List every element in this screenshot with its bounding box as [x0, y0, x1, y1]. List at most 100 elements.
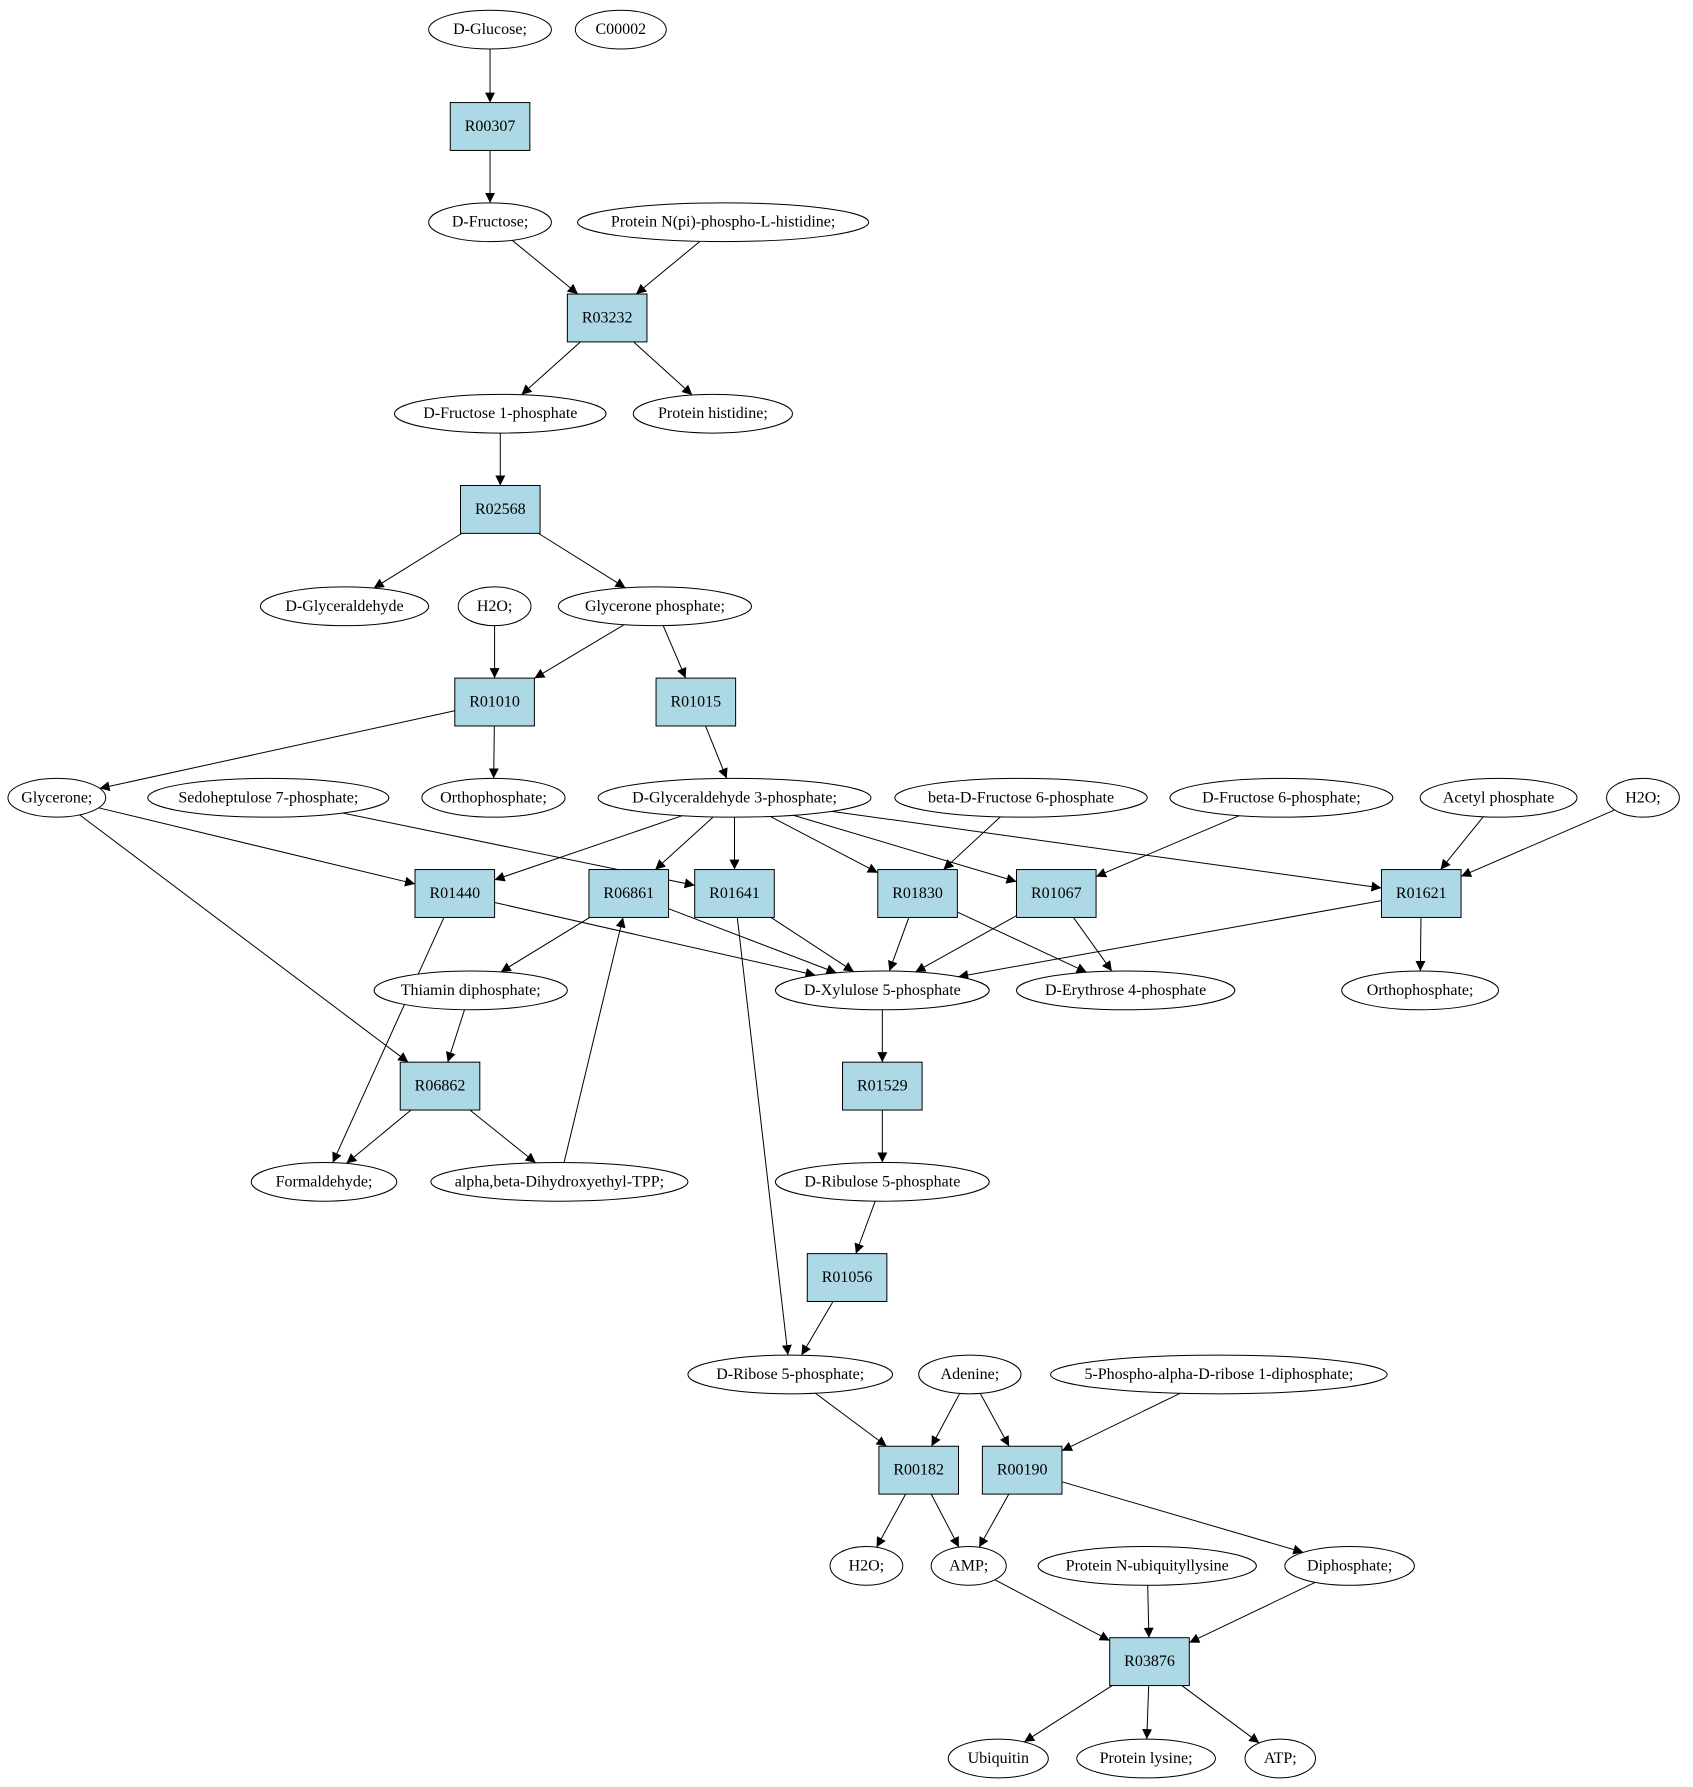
- edge-r_R01641-to-n_r5p: [736, 917, 792, 1356]
- node-label: R06861: [603, 885, 654, 902]
- compound-node-n_glyald[interactable]: D-Glyceraldehyde: [259, 586, 430, 627]
- compound-node-n_glucose[interactable]: D-Glucose;: [428, 9, 552, 50]
- compound-node-n_ru5p[interactable]: D-Ribulose 5-phosphate: [774, 1161, 990, 1202]
- edge-n_protnpi-to-r_R03232: [635, 240, 701, 295]
- compound-node-n_adenine[interactable]: Adenine;: [918, 1354, 1022, 1395]
- compound-node-n_diphos[interactable]: Diphosphate;: [1284, 1546, 1415, 1586]
- edge-n_glycerone-to-r_R06862: [79, 814, 409, 1063]
- compound-node-n_glycerone[interactable]: Glycerone;: [7, 777, 107, 818]
- compound-ellipse: [1419, 777, 1578, 818]
- reaction-node-r_R01830[interactable]: R01830: [877, 869, 958, 918]
- edge-n_glyp-to-r_R01015: [662, 625, 687, 679]
- edge-r_R00190-to-n_diphos: [1061, 1481, 1304, 1555]
- compound-node-n_h2o_a[interactable]: H2O;: [457, 586, 532, 627]
- edge-n_r5p-to-r_R00182: [815, 1392, 887, 1447]
- reaction-node-r_R06862[interactable]: R06862: [399, 1061, 481, 1111]
- node-label: D-Fructose 6-phosphate;: [1202, 789, 1361, 806]
- edge-r_R01067-to-n_e4p: [1073, 917, 1113, 972]
- compound-ellipse: [1341, 970, 1500, 1011]
- edge-n_ga3p-to-r_R01621: [831, 810, 1382, 892]
- compound-node-n_protnpi[interactable]: Protein N(pi)-phospho-L-histidine;: [577, 202, 870, 243]
- compound-node-n_protnub[interactable]: Protein N-ubiquityllysine: [1037, 1546, 1257, 1586]
- reaction-box: [399, 1061, 481, 1111]
- compound-node-n_amp[interactable]: AMP;: [930, 1546, 1007, 1586]
- compound-ellipse: [394, 393, 607, 434]
- reaction-node-r_R03232[interactable]: R03232: [566, 293, 648, 343]
- compound-node-n_h2o_c[interactable]: H2O;: [829, 1546, 904, 1586]
- compound-node-n_sed7p[interactable]: Sedoheptulose 7-phosphate;: [147, 777, 390, 818]
- edge-r_R01621-to-n_x5p: [958, 900, 1382, 980]
- compound-node-n_thdp[interactable]: Thiamin diphosphate;: [373, 970, 568, 1011]
- compound-node-n_bf6p[interactable]: beta-D-Fructose 6-phosphate: [894, 777, 1148, 818]
- reaction-node-r_R03876[interactable]: R03876: [1109, 1637, 1190, 1687]
- compound-ellipse: [1037, 1546, 1257, 1586]
- compound-ellipse: [577, 202, 870, 243]
- node-label: Protein lysine;: [1100, 1750, 1193, 1767]
- node-label: H2O;: [1625, 789, 1661, 806]
- compound-ellipse: [1284, 1546, 1415, 1586]
- reaction-box: [454, 677, 535, 727]
- reaction-node-r_R01015[interactable]: R01015: [655, 677, 737, 727]
- reaction-box: [566, 293, 648, 343]
- compound-ellipse: [597, 777, 872, 818]
- compound-ellipse: [557, 586, 753, 627]
- reaction-node-r_R01621[interactable]: R01621: [1380, 869, 1462, 918]
- compound-node-n_protlys[interactable]: Protein lysine;: [1076, 1738, 1216, 1779]
- compound-node-n_df6p[interactable]: D-Fructose 6-phosphate;: [1169, 777, 1394, 818]
- compound-ellipse: [250, 1161, 398, 1202]
- compound-node-n_glyp[interactable]: Glycerone phosphate;: [557, 586, 753, 627]
- compound-node-n_c00002[interactable]: C00002: [574, 9, 667, 50]
- compound-ellipse: [7, 777, 107, 818]
- reaction-box: [878, 1445, 959, 1495]
- node-label: Glycerone;: [21, 789, 92, 806]
- reaction-node-r_R01010[interactable]: R01010: [454, 677, 535, 727]
- reaction-node-r_R01440[interactable]: R01440: [414, 869, 496, 918]
- reaction-node-r_R00182[interactable]: R00182: [878, 1445, 959, 1495]
- compound-node-n_abtpp[interactable]: alpha,beta-Dihydroxyethyl-TPP;: [430, 1161, 689, 1202]
- node-label: R02568: [475, 501, 526, 518]
- node-label: Orthophosphate;: [440, 789, 547, 806]
- compound-node-n_e4p[interactable]: D-Erythrose 4-phosphate: [1015, 970, 1236, 1011]
- reaction-box: [459, 484, 541, 534]
- node-label: Protein N-ubiquityllysine: [1066, 1557, 1229, 1574]
- reaction-node-r_R01067[interactable]: R01067: [1015, 869, 1097, 918]
- compound-node-n_fru1p[interactable]: D-Fructose 1-phosphate: [394, 393, 607, 434]
- compound-node-n_ortho_b[interactable]: Orthophosphate;: [1341, 970, 1500, 1011]
- compound-node-n_ubiq[interactable]: Ubiquitin: [947, 1738, 1049, 1779]
- compound-node-n_atp[interactable]: ATP;: [1244, 1738, 1317, 1779]
- compound-node-n_fructose[interactable]: D-Fructose;: [428, 202, 552, 243]
- reaction-node-r_R01529[interactable]: R01529: [842, 1061, 923, 1111]
- edge-r_R06861-to-n_x5p: [668, 908, 837, 974]
- node-label: Ubiquitin: [968, 1750, 1029, 1767]
- compound-ellipse: [918, 1354, 1022, 1395]
- compound-ellipse: [259, 586, 430, 627]
- compound-node-n_x5p[interactable]: D-Xylulose 5-phosphate: [774, 970, 990, 1011]
- compound-node-n_acp[interactable]: Acetyl phosphate: [1419, 777, 1578, 818]
- edge-r_R03876-to-n_protlys: [1142, 1685, 1153, 1740]
- edge-r_R01067-to-n_x5p: [915, 915, 1017, 973]
- compound-node-n_ga3p[interactable]: D-Glyceraldehyde 3-phosphate;: [597, 777, 872, 818]
- compound-node-n_prothis[interactable]: Protein histidine;: [632, 393, 793, 434]
- compound-node-n_prpp[interactable]: 5-Phospho-alpha-D-ribose 1-diphosphate;: [1050, 1354, 1388, 1395]
- reaction-node-r_R02568[interactable]: R02568: [459, 484, 541, 534]
- reaction-box: [1380, 869, 1462, 918]
- reaction-node-r_R00307[interactable]: R00307: [449, 102, 531, 151]
- compound-ellipse: [947, 1738, 1049, 1779]
- node-label: D-Glucose;: [453, 21, 527, 38]
- edge-n_adenine-to-r_R00190: [979, 1393, 1010, 1447]
- edge-r_R06862-to-n_abtpp: [469, 1109, 536, 1164]
- edge-r_R01015-to-n_ga3p: [705, 725, 728, 779]
- edge-n_protnub-to-r_R03876: [1143, 1585, 1154, 1638]
- compound-node-n_ortho_a[interactable]: Orthophosphate;: [421, 777, 566, 818]
- compound-node-n_formald[interactable]: Formaldehyde;: [250, 1161, 398, 1202]
- reaction-node-r_R01641[interactable]: R01641: [694, 869, 775, 918]
- reaction-node-r_R00190[interactable]: R00190: [981, 1445, 1063, 1495]
- reaction-node-r_R01056[interactable]: R01056: [806, 1253, 888, 1303]
- reaction-box: [877, 869, 958, 918]
- reaction-node-r_R06861[interactable]: R06861: [588, 869, 670, 918]
- compound-node-n_h2o_b[interactable]: H2O;: [1606, 777, 1680, 818]
- compound-node-n_r5p[interactable]: D-Ribose 5-phosphate;: [687, 1354, 894, 1395]
- compound-ellipse: [829, 1546, 904, 1586]
- compound-ellipse: [147, 777, 390, 818]
